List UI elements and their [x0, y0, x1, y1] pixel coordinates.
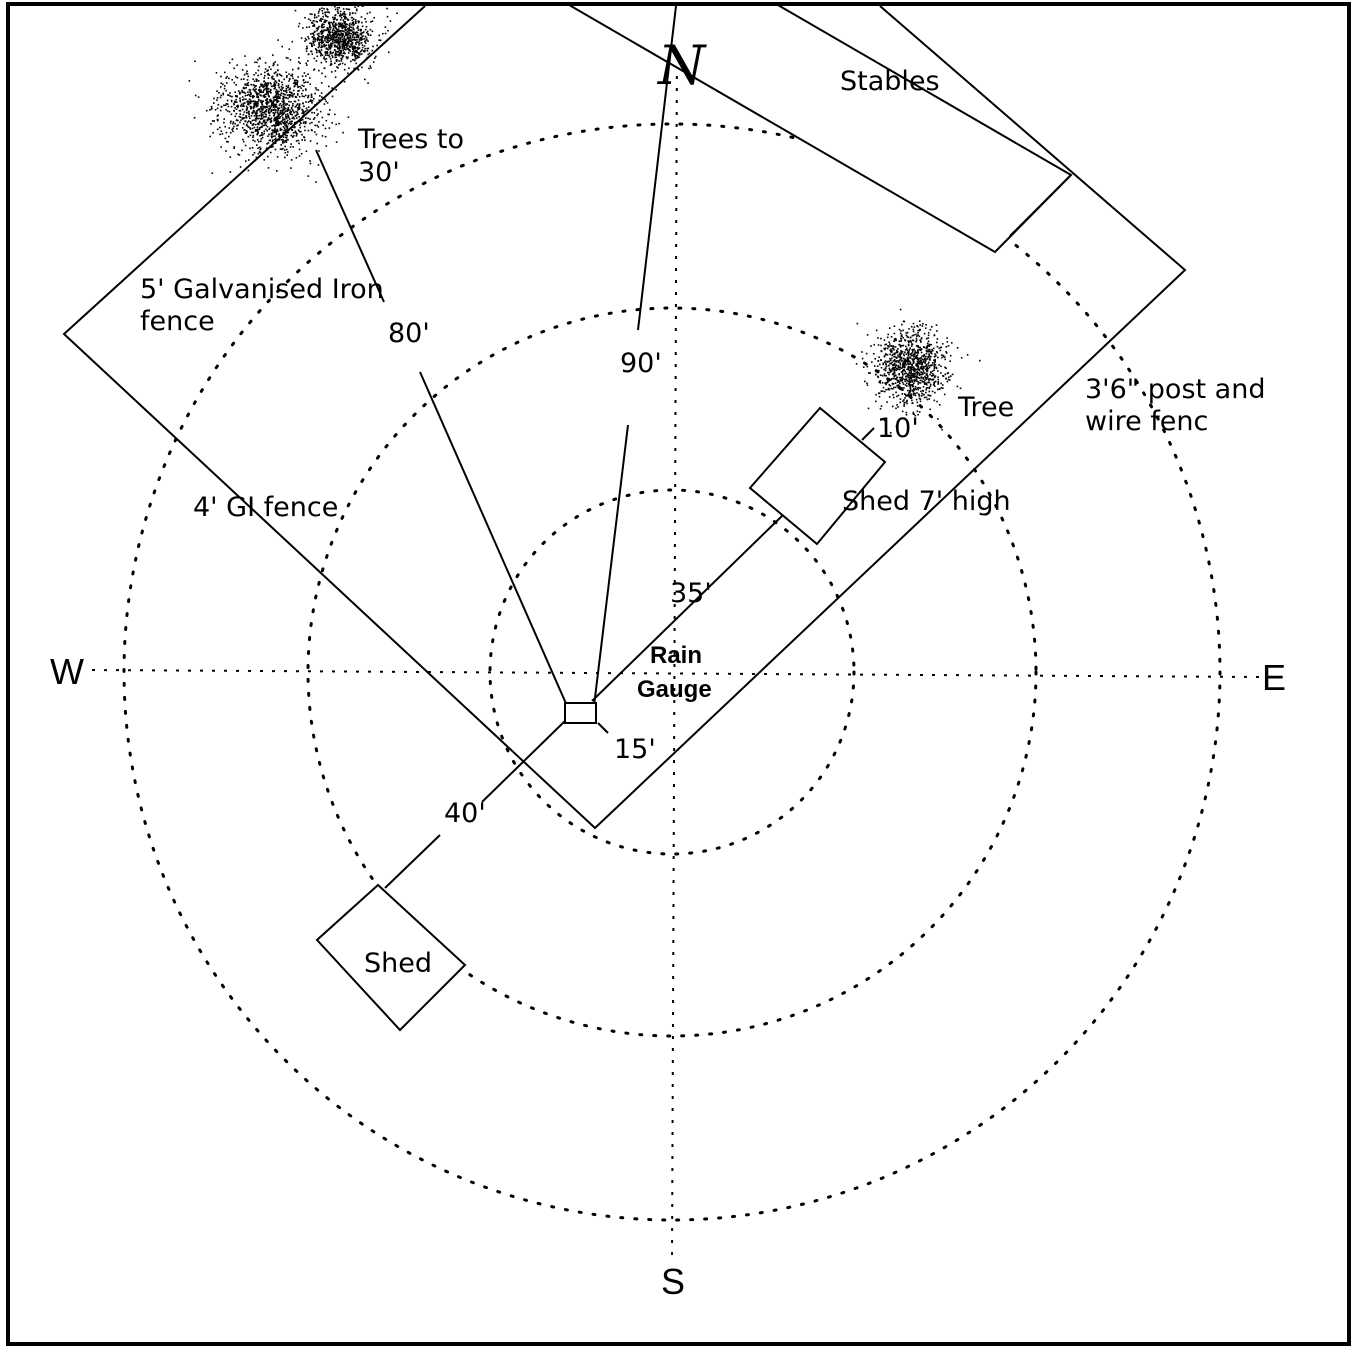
tree-label: Tree [957, 392, 1014, 423]
distance-90-label: 90' [620, 348, 662, 379]
range-circle-inner [488, 488, 856, 856]
distance-15-label: 15' [614, 734, 656, 765]
line-40-lower [384, 834, 441, 889]
line-to-shed-sw [481, 719, 567, 803]
line-10-tick [861, 427, 875, 441]
stables-label: Stables [840, 66, 940, 97]
rain-gauge-label-1: Rain [650, 642, 702, 669]
trees-label-2: 30' [358, 157, 400, 188]
line-to-shed-east [591, 515, 783, 702]
line-to-north [593, 424, 629, 707]
post-wire-label-1: 3'6" post and [1085, 374, 1265, 405]
south-label: S [661, 1261, 685, 1302]
gi-fence-label: 4' GI fence [193, 492, 338, 523]
tree-cluster-left [188, 39, 350, 183]
trees-label-1: Trees to [357, 124, 464, 155]
east-label: E [1262, 657, 1286, 698]
rain-gauge-label-2: Gauge [637, 676, 712, 703]
distance-80-label: 80' [388, 318, 430, 349]
line-90-upper [637, 6, 677, 331]
shed-southwest [315, 883, 467, 1032]
line-to-trees [419, 371, 569, 709]
distance-35-label: 35' [670, 578, 712, 609]
line-80-upper [315, 149, 385, 303]
post-wire-label-2: wire fenc [1085, 406, 1208, 437]
distance-40-label: 40' [444, 798, 486, 829]
galv-fence-label-2: fence [140, 306, 215, 337]
tree-cluster-top [288, 6, 398, 89]
rain-gauge [564, 702, 597, 724]
stables-building [568, 6, 1073, 254]
galv-fence-label-1: 5' Galvanised Iron [140, 274, 384, 305]
distance-10-label: 10' [877, 413, 919, 444]
shed-east [748, 406, 887, 546]
west-label: W [50, 651, 84, 692]
shed-high-label: Shed 7' high [842, 486, 1011, 517]
stables-inner-divider [1009, 174, 1072, 237]
property-fence [62, 6, 1187, 830]
line-15-tick [597, 722, 609, 734]
tree-east [855, 308, 981, 435]
range-circle-middle [306, 306, 1038, 1038]
shed-label: Shed [364, 948, 432, 979]
frame-border [6, 2, 1351, 1346]
north-label: N [656, 34, 707, 97]
range-circle-outer [122, 122, 1222, 1222]
